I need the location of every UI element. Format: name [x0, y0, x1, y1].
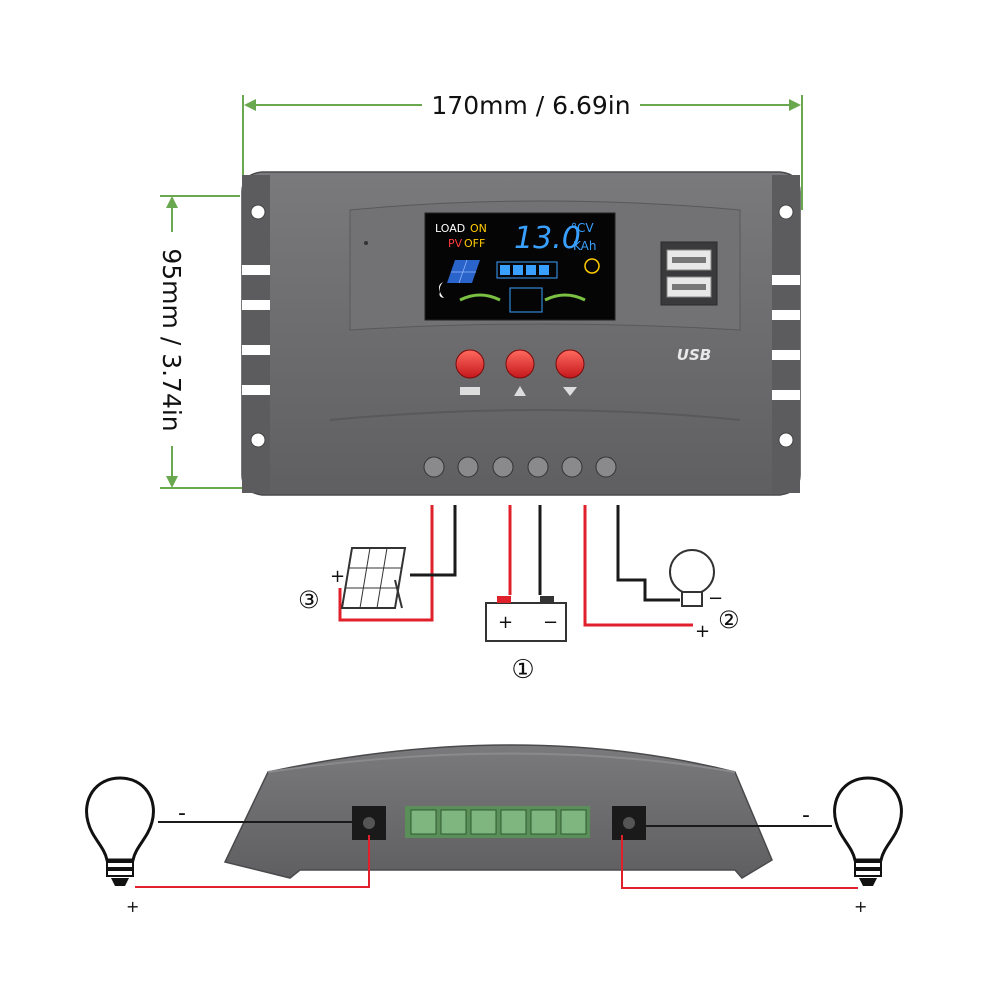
warning-button[interactable] [505, 349, 535, 379]
solar-number: ③ [298, 586, 320, 614]
usb-label: USB [677, 346, 711, 364]
battery-minus: − [543, 612, 558, 633]
height-label: 95mm / 3.74in [157, 248, 186, 431]
left-mounting-holes [242, 204, 270, 448]
lcd-controller-icon [509, 287, 543, 313]
lcd-solar-panel-icon [447, 259, 480, 284]
load-number: ② [718, 606, 740, 634]
left-plus: + [126, 897, 139, 916]
wiring [338, 505, 693, 627]
lcd-units-top: °CV [571, 221, 594, 235]
lcd-load-state: ON [470, 222, 487, 235]
controller-top-view: LOAD ON PV OFF 13.0 °CV KAh [241, 171, 801, 496]
screw-terminals [423, 456, 617, 478]
usb-ports: USB [660, 241, 718, 364]
bulb-icon [563, 387, 577, 396]
battery-button[interactable] [455, 349, 485, 379]
load-button[interactable] [555, 349, 585, 379]
lcd-left-arrow-icon [459, 293, 501, 302]
width-dimension: 170mm / 6.69in [242, 91, 803, 210]
battery-icon [460, 387, 480, 395]
lcd-battery-icon [496, 261, 558, 279]
left-bulb-icon: - + [85, 776, 186, 916]
terminal-block [405, 806, 590, 838]
lcd-pv-state: OFF [464, 237, 485, 250]
solar-panel-icon: + ③ [298, 547, 407, 614]
lcd-screen: LOAD ON PV OFF 13.0 °CV KAh [424, 212, 616, 321]
bottom-wiring [135, 821, 858, 889]
control-buttons [455, 349, 585, 396]
right-mounting-holes [772, 204, 800, 448]
right-minus: - [802, 803, 810, 828]
left-minus: - [178, 801, 186, 826]
right-bulb-icon: - + [802, 776, 903, 916]
lcd-pv-label: PV [448, 237, 463, 250]
battery-plus: + [498, 612, 513, 633]
solar-plus: + [330, 566, 345, 587]
lcd-right-arrow-icon [544, 293, 586, 302]
height-dimension: 95mm / 3.74in [157, 195, 245, 489]
right-plus: + [854, 897, 867, 916]
lcd-reading: 13.0 [514, 221, 581, 256]
controller-bottom-view [223, 744, 773, 879]
lcd-units-bottom: KAh [573, 239, 596, 253]
warning-icon [514, 386, 526, 396]
load-bulb-icon: − + ② [669, 549, 740, 642]
load-minus: − [708, 588, 723, 609]
battery-icon: + − ① [485, 596, 567, 685]
width-label: 170mm / 6.69in [431, 91, 630, 120]
lcd-moon-icon [439, 282, 444, 298]
battery-number: ① [511, 655, 534, 685]
lcd-bulb-icon [584, 258, 600, 274]
load-plus: + [695, 621, 710, 642]
lcd-load-label: LOAD [435, 222, 465, 235]
